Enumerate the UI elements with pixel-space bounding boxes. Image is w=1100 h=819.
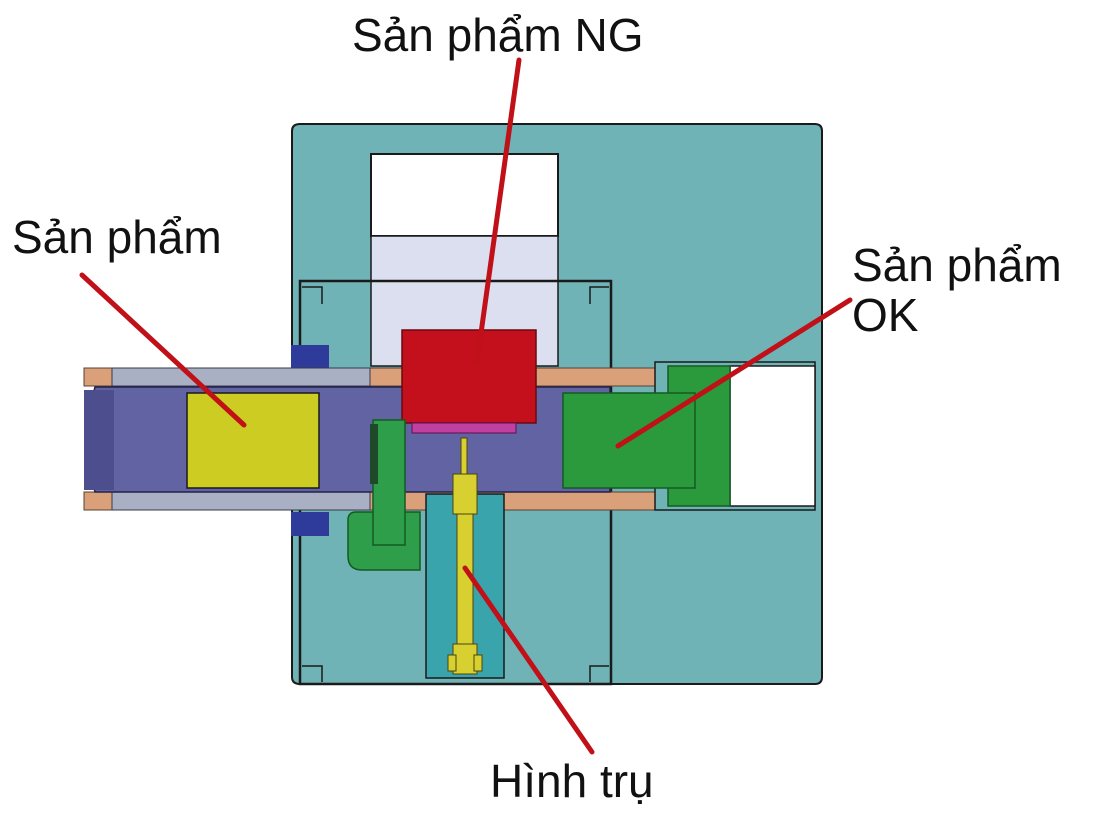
frame-corner-marks <box>302 286 609 682</box>
product-block <box>186 392 320 489</box>
callout-ng <box>474 57 522 365</box>
callout-ok <box>615 297 853 449</box>
callout-lines <box>79 57 853 755</box>
label-ok-product: Sản phẩm OK <box>852 239 1062 341</box>
bracket-bottom <box>291 512 329 536</box>
rail-bottom-cover <box>111 491 371 511</box>
callout-product <box>79 272 247 428</box>
side-pusher-arm <box>372 419 406 546</box>
side-pusher-arm-dark <box>370 424 378 484</box>
label-cylinder: Hình trụ <box>490 755 654 807</box>
conveyor-belt-shade <box>84 390 114 490</box>
bracket-top <box>291 345 329 369</box>
ng-product-block <box>401 329 537 424</box>
label-ng-product: Sản phẩm NG <box>352 9 644 61</box>
pneumatic-cylinder <box>447 437 483 675</box>
ok-chute-white <box>729 365 816 507</box>
callout-cylinder <box>462 565 595 755</box>
label-product: Sản phẩm <box>12 211 222 263</box>
ng-push-plate <box>411 422 517 434</box>
rail-top-cover <box>111 367 371 387</box>
ng-chute-upper <box>370 153 559 237</box>
